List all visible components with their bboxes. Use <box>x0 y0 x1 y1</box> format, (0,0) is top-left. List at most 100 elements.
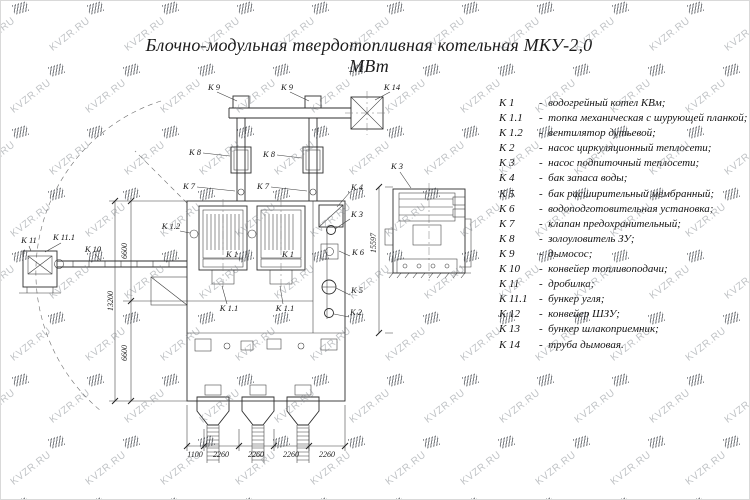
legend-item-key: К 8 <box>499 232 515 245</box>
label-k11-1: К 11.1 <box>52 232 75 242</box>
crusher <box>19 250 61 294</box>
legend-item: К 12 - конвейер ШЗУ; <box>499 307 749 322</box>
dim-15597: 15597 <box>369 232 378 253</box>
riser-pipes <box>232 95 322 201</box>
legend-item: К 13 - бункер шлакоприемник; <box>499 322 749 337</box>
legend-item-desc: - вентилятор дутьевой; <box>539 127 656 140</box>
legend-item-key: К 3 <box>499 157 515 170</box>
draft-fans <box>189 229 257 239</box>
label-k4: К 4 <box>350 182 364 192</box>
legend-item-key: К 1.2 <box>499 127 523 140</box>
leader-lines <box>28 91 412 318</box>
label-section: К 3 <box>390 161 403 171</box>
slag-hoppers <box>196 396 320 426</box>
legend-item-key: К 12 <box>499 308 521 321</box>
legend-item-key: К 14 <box>499 338 521 351</box>
legend-item-desc: - бак расширительный мембранный; <box>539 187 714 200</box>
label-k1-1-a: К 1.1 <box>219 303 238 313</box>
legend-item-key: К 6 <box>499 202 515 215</box>
legend-item: К 6 - водоподготовительная установка; <box>499 202 749 217</box>
page-title: Блочно-модульная твердотопливная котельн… <box>145 35 593 76</box>
dim-2260-b: 2260 <box>248 450 264 459</box>
dim-2260-d: 2260 <box>319 450 335 459</box>
fuel-conveyor <box>54 259 187 269</box>
legend-item-key: К 10 <box>499 263 521 276</box>
label-k6: К 6 <box>351 247 365 257</box>
label-k2: К 2 <box>349 307 363 317</box>
legend-item: К 14 - труба дымовая. <box>499 338 749 353</box>
label-k14: К 14 <box>383 82 401 92</box>
interior-equipment <box>194 338 338 396</box>
label-k10: К 10 <box>84 244 102 254</box>
legend-item-desc: - топка механическая с шурующей планкой; <box>539 112 748 125</box>
legend-item-desc: - клапан предохранительный; <box>539 217 681 230</box>
legend-item-key: К 9 <box>499 247 515 260</box>
legend-item: К 11 - дробилка; <box>499 277 749 292</box>
legend-item-key: К 13 <box>499 323 521 336</box>
label-k8-a: К 8 <box>188 147 202 157</box>
legend: К 1 - водогрейный котел КВм; К 1.1 - топка… <box>499 96 749 353</box>
legend-item-desc: - бункер угля; <box>539 293 605 306</box>
label-k7-b: К 7 <box>256 181 270 191</box>
equipment-column <box>320 225 339 319</box>
legend-item: К 1 - водогрейный котел КВм; <box>499 96 749 111</box>
legend-item-desc: - конвейер ШЗУ; <box>539 308 620 321</box>
legend-item: К 1.1 - топка механическая с шурующей пла… <box>499 111 749 126</box>
legend-item-key: К 11.1 <box>499 293 528 306</box>
slag-conveyors <box>206 425 310 463</box>
dim-13200: 13200 <box>106 291 115 311</box>
legend-item-desc: - водогрейный котел КВм; <box>539 97 666 109</box>
boiler-axes <box>222 199 282 289</box>
legend-item: К 7 - клапан предохранительный; <box>499 217 749 232</box>
legend-item-desc: - дымосос; <box>539 247 593 260</box>
dim-2260-a: 2260 <box>213 450 229 459</box>
legend-item-key: К 7 <box>499 217 515 230</box>
label-k3: К 3 <box>350 209 363 219</box>
legend-item-desc: - труба дымовая. <box>539 338 624 351</box>
legend-item: К 4 - бак запаса воды; <box>499 171 749 186</box>
building-outline <box>186 200 346 402</box>
legend-item: К 9 - дымосос; <box>499 247 749 262</box>
legend-item-key: К 1 <box>499 97 515 109</box>
dim-6600-lower: 6600 <box>120 345 129 361</box>
chimney-k14 <box>345 91 389 135</box>
legend-item-desc: - бункер шлакоприемник; <box>539 323 659 336</box>
legend-item-key: К 5 <box>499 187 515 200</box>
ash-collectors <box>230 146 324 174</box>
legend-item: К 10 - конвейер топливоподачи; <box>499 262 749 277</box>
legend-item-key: К 1.1 <box>499 112 523 125</box>
legend-item: К 1.2 - вентилятор дутьевой; <box>499 126 749 141</box>
label-k5: К 5 <box>350 285 363 295</box>
legend-item-desc: - золоуловитель ЗУ; <box>539 232 635 245</box>
label-k9-a: К 9 <box>207 82 221 92</box>
label-k8-b: К 8 <box>262 149 276 159</box>
legend-item: К 2 - насос циркуляционный теплосети; <box>499 141 749 156</box>
legend-item: К 8 - золоуловитель ЗУ; <box>499 232 749 247</box>
label-k11: К 11 <box>20 235 37 245</box>
legend-item: К 5 - бак расширительный мембранный; <box>499 187 749 202</box>
dim-6600-upper: 6600 <box>120 243 129 259</box>
legend-item-desc: - водоподготовительная установка; <box>539 202 714 215</box>
dim-1100: 1100 <box>187 450 202 459</box>
legend-item-key: К 4 <box>499 172 515 185</box>
legend-item-desc: - насос циркуляционный теплосети; <box>539 142 712 155</box>
section-view <box>384 183 472 281</box>
legend-item-desc: - дробилка; <box>539 278 595 291</box>
dimension-section-height: 15597 <box>369 183 393 337</box>
legend-item-desc: - бак запаса воды; <box>539 172 628 185</box>
label-k9-b: К 9 <box>280 82 294 92</box>
label-k1-2: К 1.2 <box>161 221 181 231</box>
legend-item-desc: - насос подпиточный теплосети; <box>539 157 700 170</box>
dim-2260-c: 2260 <box>283 450 299 459</box>
feed-gallery <box>150 276 188 306</box>
legend-item: К 11.1 - бункер угля; <box>499 292 749 307</box>
legend-item-key: К 11 <box>499 278 520 291</box>
flue-duct <box>228 107 351 119</box>
construction-lines <box>35 100 188 412</box>
legend-item-desc: - конвейер топливоподачи; <box>539 263 668 276</box>
label-k1-1-b: К 1.1 <box>275 303 294 313</box>
legend-item-key: К 2 <box>499 142 515 155</box>
label-k7-a: К 7 <box>182 181 196 191</box>
